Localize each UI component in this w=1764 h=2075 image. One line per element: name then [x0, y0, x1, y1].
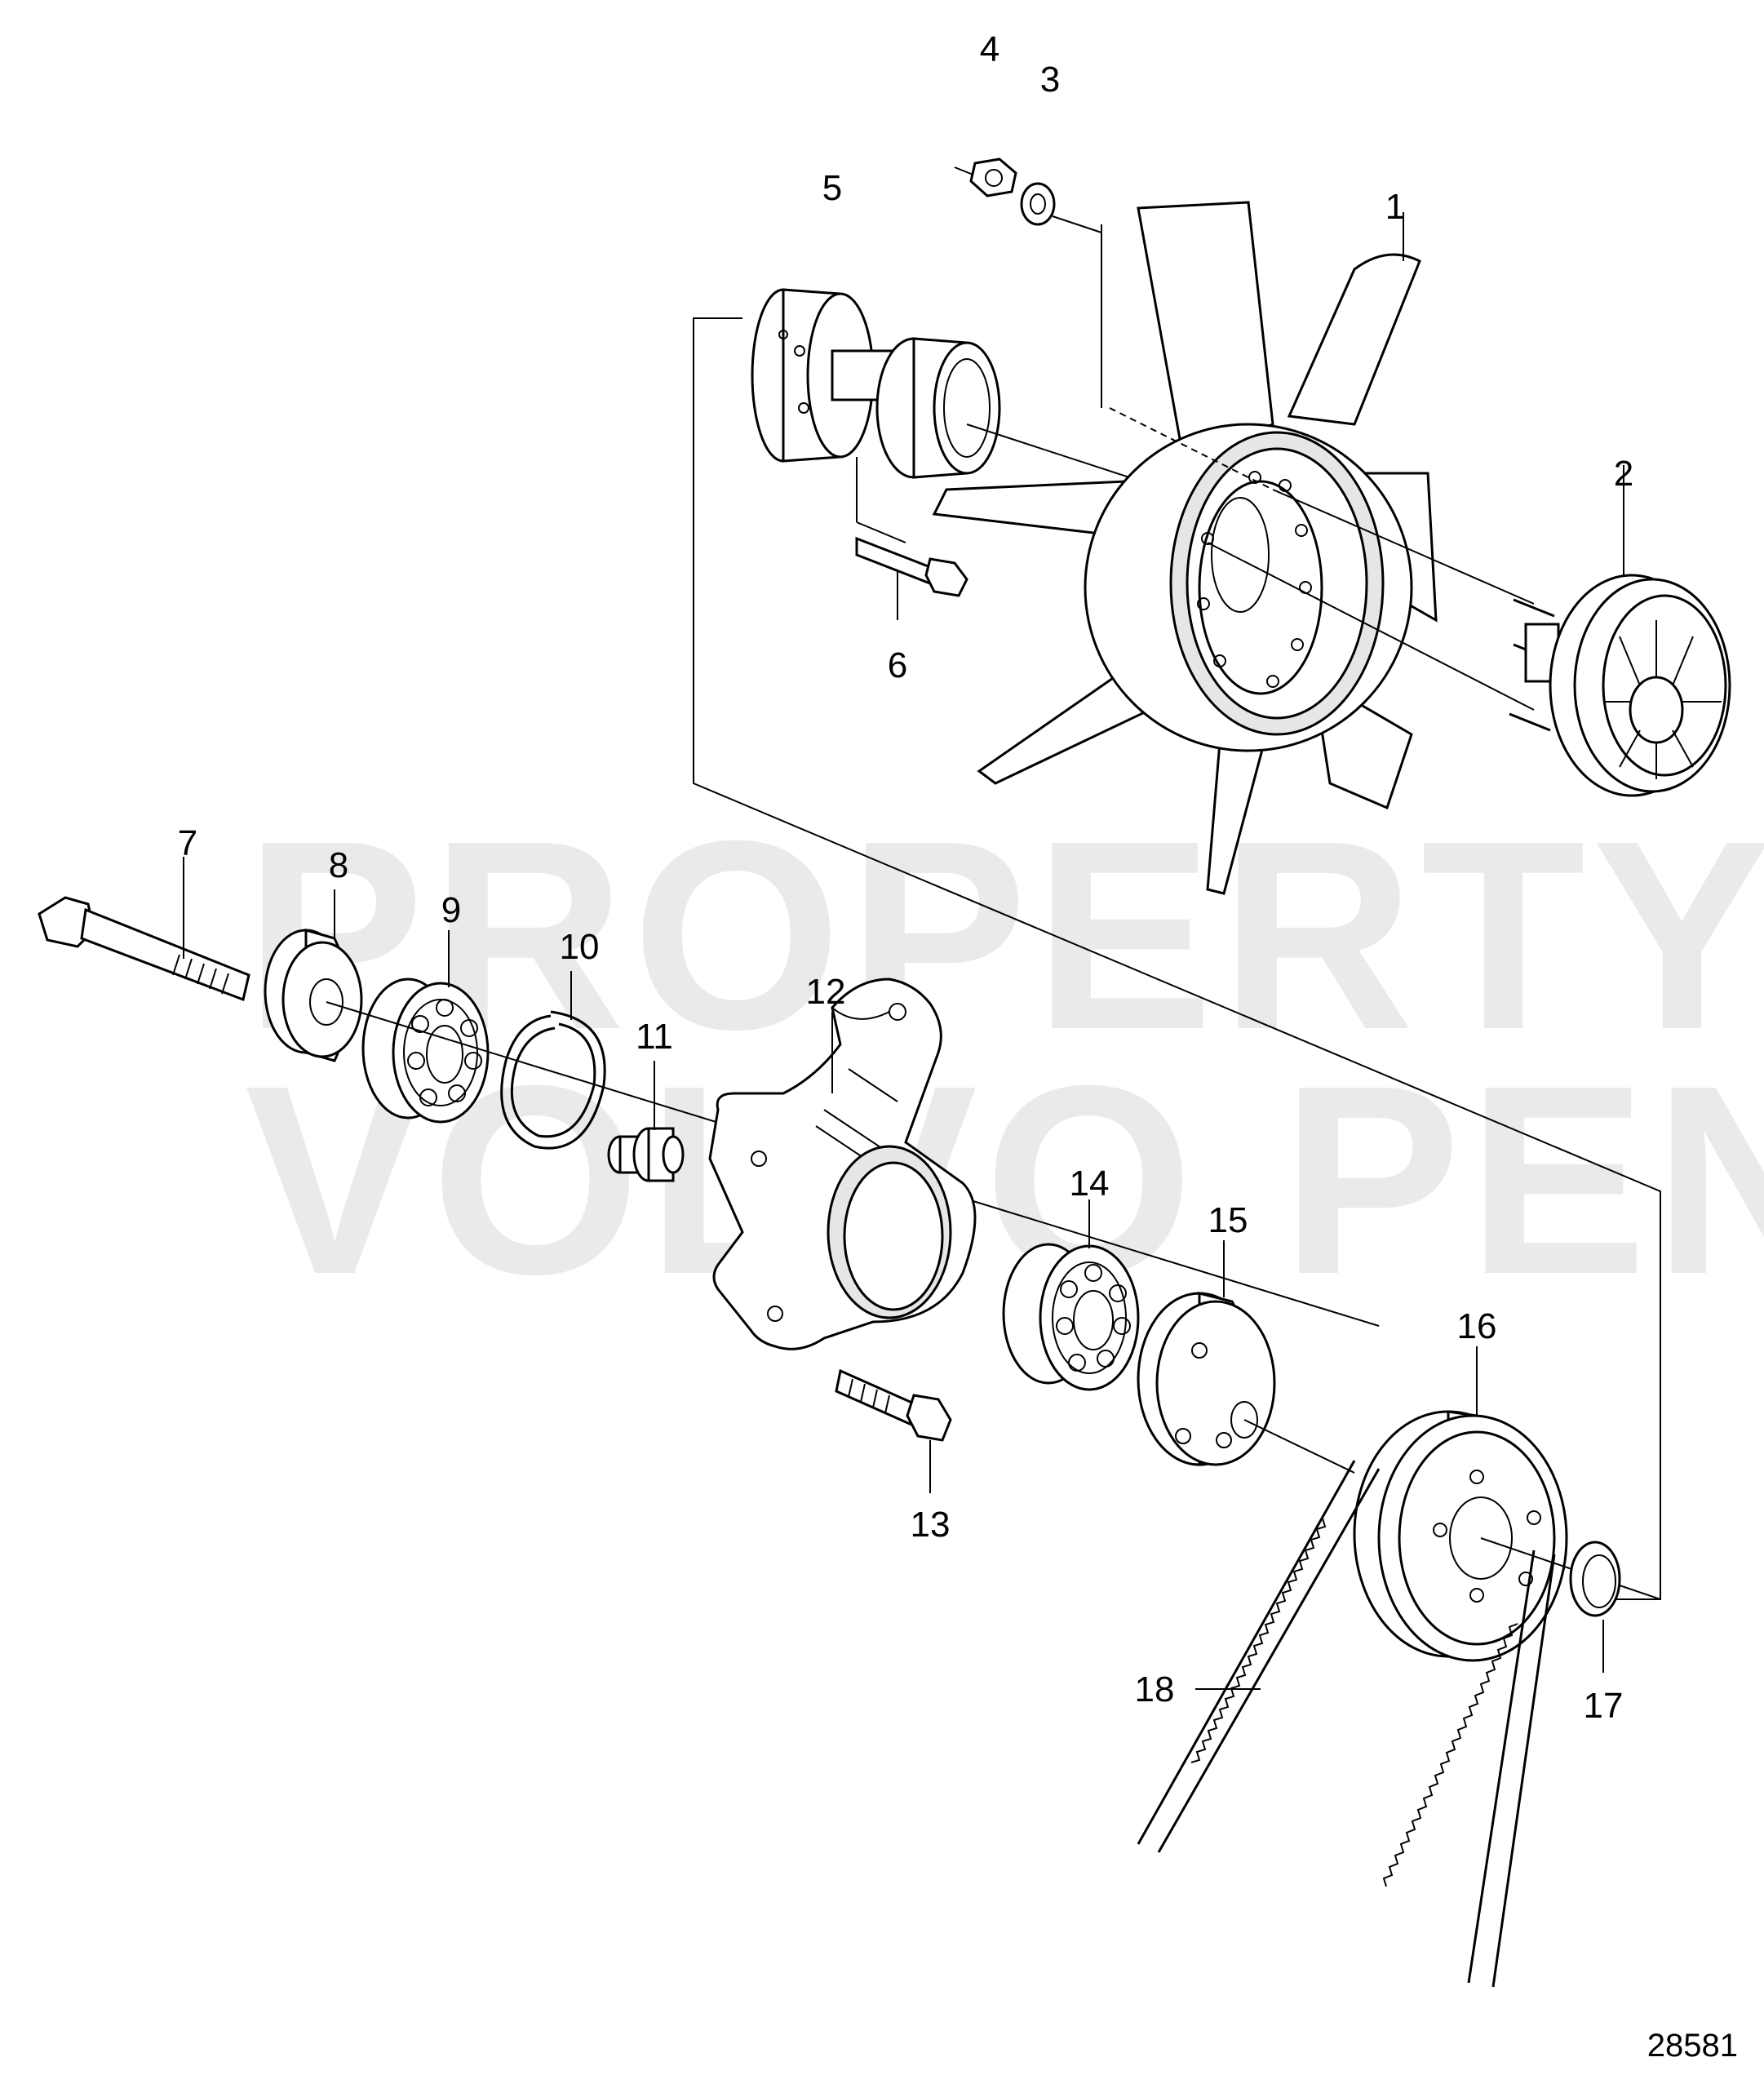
part-13-bolt: [835, 1368, 952, 1493]
callout-1: 1: [1385, 187, 1405, 227]
callout-3: 3: [1040, 60, 1060, 100]
part-8-spacer: [264, 889, 363, 1062]
part-1-fan: [932, 201, 1535, 895]
callout-6: 6: [888, 645, 907, 685]
callout-18: 18: [1135, 1669, 1175, 1709]
part-7-long-bolt: [38, 857, 250, 1002]
callout-17: 17: [1584, 1686, 1624, 1726]
callout-16: 16: [1457, 1306, 1497, 1346]
callout-7: 7: [178, 823, 197, 863]
part-10-circlip: [500, 971, 606, 1150]
watermark-line-2: VOLVO PENTA: [245, 1029, 1764, 1330]
callout-5: 5: [822, 168, 842, 208]
part-15-flange: [1137, 1240, 1355, 1474]
part-16-pulley: [1353, 1346, 1661, 1662]
watermark: PROPERTY OF VOLVO PENTA: [245, 784, 1764, 1330]
part-5-fan-hub: [751, 288, 1168, 490]
part-12-housing: [708, 978, 977, 1350]
callout-labels: 1 2 3 4 5 6 7 8 9 10 11 12 13 14 15 16 1…: [178, 29, 1633, 1726]
watermark-line-1: PROPERTY OF: [245, 784, 1764, 1085]
callout-4: 4: [980, 29, 999, 69]
callout-2: 2: [1614, 454, 1633, 494]
part-9-bearing: [361, 930, 490, 1124]
part-4-nut: [954, 157, 1017, 197]
part-17-seal-ring: [1569, 1541, 1621, 1673]
part-14-bearing: [1002, 1199, 1140, 1391]
callout-9: 9: [441, 890, 461, 930]
callout-12: 12: [806, 972, 846, 1012]
callout-13: 13: [911, 1505, 951, 1545]
drawing-number: 28581: [1647, 2028, 1738, 2064]
part-3-washer: [1020, 182, 1102, 408]
callout-15: 15: [1208, 1200, 1248, 1240]
callout-11: 11: [636, 1017, 673, 1057]
part-6-bolt: [855, 457, 968, 620]
part-2-viscous-coupling: [1509, 465, 1731, 797]
callout-8: 8: [329, 845, 348, 885]
callout-14: 14: [1070, 1164, 1110, 1204]
callout-10: 10: [560, 927, 600, 967]
part-18-belt: [1137, 1460, 1556, 1988]
